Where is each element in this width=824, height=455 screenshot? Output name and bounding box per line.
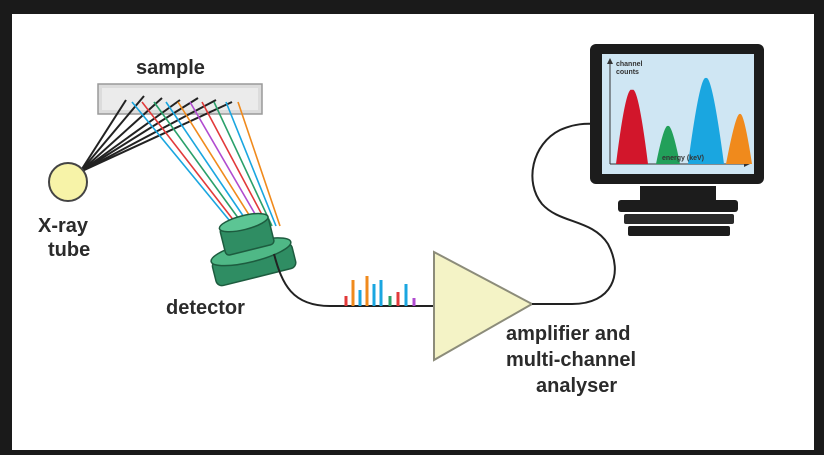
- amplifier-icon: [433, 250, 535, 362]
- fluorescence-rays: [131, 101, 281, 227]
- xrf-diagram: channel counts energy (keV) sample X-ray…: [38, 44, 764, 397]
- signal-pulses: [344, 276, 416, 306]
- amplifier-label-3: analyser: [536, 375, 617, 397]
- peak-orange: [726, 113, 752, 164]
- amplifier-label-1: amplifier and: [506, 323, 630, 345]
- detector-cable: [273, 253, 434, 307]
- xray-tube-label-2: tube: [48, 239, 90, 261]
- incident-rays: [79, 95, 233, 173]
- monitor-cable: [531, 122, 616, 305]
- xray-tube-label-1: X-ray: [38, 215, 89, 237]
- sample-texture: [102, 88, 258, 110]
- detector-label: detector: [166, 297, 245, 319]
- sample-label: sample: [136, 57, 205, 79]
- xray-tube-icon: [48, 162, 88, 202]
- peak-green: [656, 125, 680, 164]
- amplifier-label-2: multi-channel: [506, 349, 636, 371]
- screen-ylabel-1: channel: [616, 61, 643, 68]
- monitor-icon: channel counts energy (keV): [590, 44, 764, 236]
- peak-red: [616, 89, 648, 164]
- screen-xlabel: energy (keV): [662, 155, 704, 162]
- diagram-panel: channel counts energy (keV) sample X-ray…: [12, 14, 814, 450]
- screen-ylabel-2: counts: [616, 69, 639, 76]
- detector-icon: [210, 212, 297, 287]
- peak-blue: [688, 77, 724, 164]
